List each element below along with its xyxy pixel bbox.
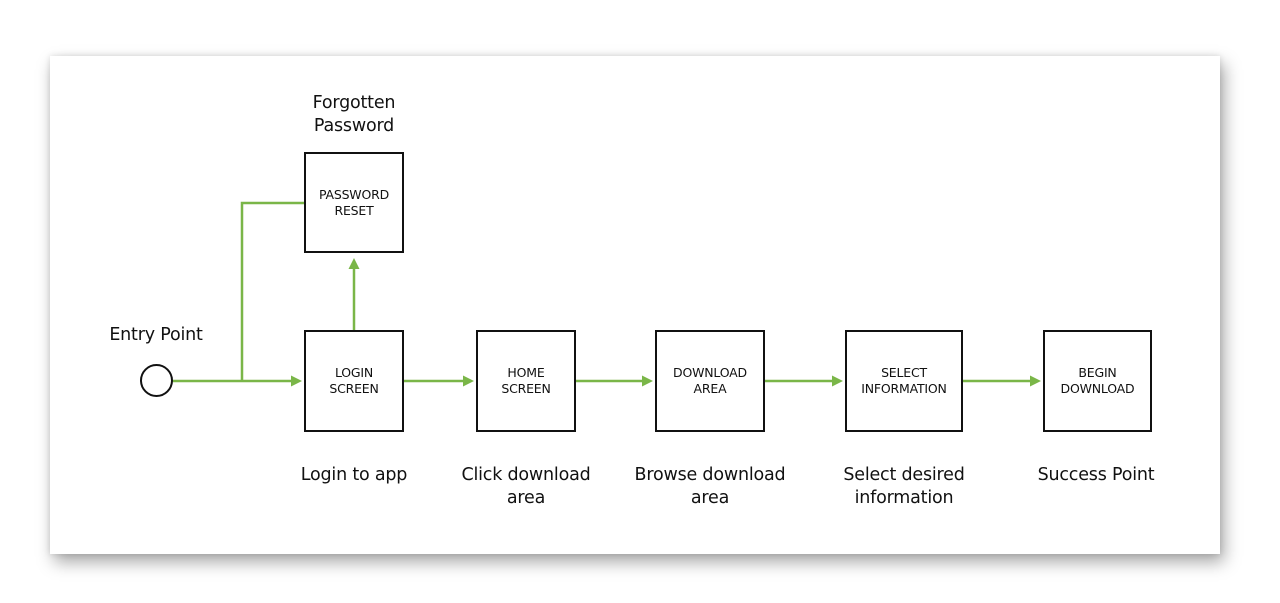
entry-point-circle xyxy=(140,364,173,397)
select-information-caption: Select desired information xyxy=(843,465,965,508)
begin-download-box: BEGIN DOWNLOAD xyxy=(1043,330,1152,432)
connector-login-to-home-arrowhead xyxy=(463,375,474,387)
home-screen-caption: Click download area xyxy=(461,465,591,508)
connector-select-to-begin-download-arrowhead xyxy=(1030,375,1041,387)
password-reset-caption: Forgotten Password xyxy=(312,93,396,136)
connector-branch-to-password-reset xyxy=(240,201,304,381)
select-information-box: SELECT INFORMATION xyxy=(845,330,963,432)
connector-home-to-download-area-arrowhead xyxy=(642,375,653,387)
download-area-box: DOWNLOAD AREA xyxy=(655,330,765,432)
password-reset-box: PASSWORD RESET xyxy=(304,152,404,253)
entry-point-label: Entry Point xyxy=(109,325,203,345)
connector-login-to-password-reset-arrowhead xyxy=(348,258,360,269)
connector-entry-to-login-arrowhead xyxy=(291,375,302,387)
login-screen-box: LOGIN SCREEN xyxy=(304,330,404,432)
begin-download-caption: Success Point xyxy=(1037,465,1155,485)
connector-download-area-to-select-arrowhead xyxy=(832,375,843,387)
login-screen-caption: Login to app xyxy=(300,465,408,485)
home-screen-box: HOME SCREEN xyxy=(476,330,576,432)
diagram-card xyxy=(50,56,1220,554)
download-area-caption: Browse download area xyxy=(634,465,786,508)
